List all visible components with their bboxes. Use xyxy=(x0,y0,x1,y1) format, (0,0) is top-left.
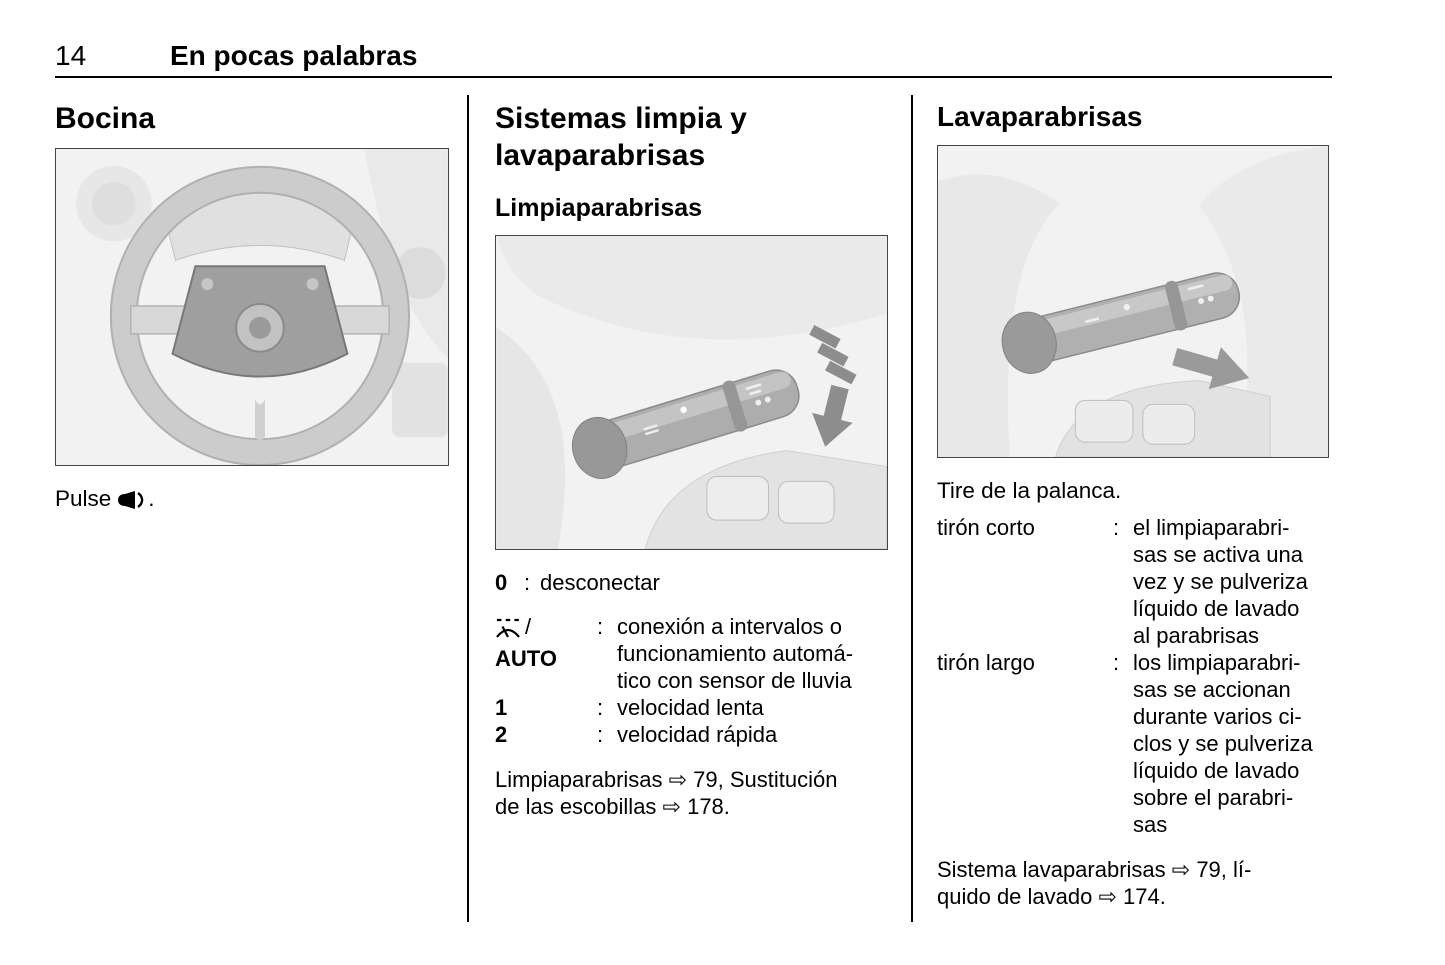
wiper-definition-list: 0 : desconectar / AUTO : conexión a inte… xyxy=(495,569,889,820)
washer-section-title: Lavaparabrisas xyxy=(937,101,1143,132)
horn-icon xyxy=(117,490,147,516)
washer-definition-list: tirón corto : el limpiaparabri- sas se a… xyxy=(937,514,1330,910)
definition-colon: : xyxy=(1113,650,1120,675)
wiper-stalk-illustration xyxy=(495,235,888,550)
definition-text: el limpiaparabri- sas se activa una vez … xyxy=(1133,515,1308,648)
definition-row: 1 : velocidad lenta xyxy=(495,694,889,721)
definition-text: velocidad lenta xyxy=(617,695,764,720)
horn-caption: Pulse. xyxy=(55,486,155,516)
wiper-stalk-graphic xyxy=(496,236,887,549)
chapter-title: En pocas palabras xyxy=(170,40,418,71)
term-slash: / xyxy=(525,614,532,639)
header-rule xyxy=(55,76,1332,78)
definition-colon: : xyxy=(524,570,531,595)
definition-term: tirón largo xyxy=(937,650,1035,675)
horn-caption-period: . xyxy=(148,486,155,511)
washer-stalk-illustration xyxy=(937,145,1329,458)
definition-row: 2 : velocidad rápida xyxy=(495,721,889,748)
term-auto-label: AUTO xyxy=(495,646,557,671)
steering-wheel-illustration xyxy=(55,148,449,466)
definition-colon: : xyxy=(1113,515,1120,540)
washer-stalk-graphic xyxy=(938,146,1328,457)
definition-text: desconectar xyxy=(540,570,660,595)
definition-row: tirón corto : el limpiaparabri- sas se a… xyxy=(937,514,1330,649)
definition-term: 1 xyxy=(495,695,508,720)
horn-caption-text: Pulse xyxy=(55,486,112,511)
definition-text: velocidad rápida xyxy=(617,722,778,747)
washer-cross-reference: Sistema lavaparabrisas ⇨ 79, lí- quido d… xyxy=(937,857,1252,909)
definition-term: / AUTO xyxy=(495,613,597,672)
definition-term: 2 xyxy=(495,722,508,747)
column-divider-1 xyxy=(467,95,469,922)
steering-wheel-graphic xyxy=(56,149,448,465)
definition-term: tirón corto xyxy=(937,515,1035,540)
definition-row: tirón largo : los limpiaparabri- sas se … xyxy=(937,649,1330,838)
definition-term: 0 xyxy=(495,570,508,595)
wiper-cross-reference: Limpiaparabrisas ⇨ 79, Sustitución de la… xyxy=(495,767,838,819)
definition-colon: : xyxy=(597,695,604,720)
definition-colon: : xyxy=(597,614,604,639)
interval-wiper-icon xyxy=(495,617,521,645)
definition-colon: : xyxy=(597,722,604,747)
horn-section-title: Bocina xyxy=(55,102,156,135)
page-number: 14 xyxy=(55,40,87,71)
definition-row: / AUTO : conexión a intervalos o funcion… xyxy=(495,613,889,694)
washer-intro-text: Tire de la palanca. xyxy=(937,478,1122,503)
wiper-section-title: Sistemas limpia y lavaparabrisas xyxy=(495,102,747,172)
definition-text: los limpiaparabri- sas se accionan duran… xyxy=(1133,650,1313,837)
wiper-subtitle: Limpiaparabrisas xyxy=(495,194,703,222)
definition-text: conexión a intervalos o funcionamiento a… xyxy=(617,614,854,693)
column-divider-2 xyxy=(911,95,913,922)
definition-row: 0 : desconectar xyxy=(495,569,889,596)
